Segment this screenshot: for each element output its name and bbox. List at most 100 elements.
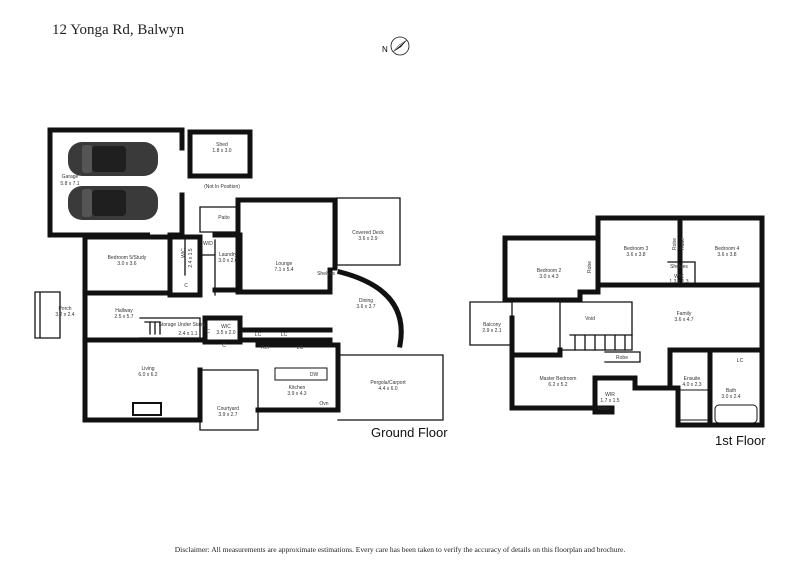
north-arrow-icon	[390, 36, 410, 56]
wall-segment	[92, 190, 126, 216]
rooms-hallway-dims-label: 2.5 x 5.7	[114, 314, 133, 320]
rooms-lounge-name-label: Lounge	[276, 261, 293, 267]
wall-segment	[184, 239, 216, 296]
first-floor-label: 1st Floor	[715, 433, 766, 448]
ground-floor-plan: Garage 5.8 x 7.1 Shed 1.8 x 3.0 (Not In …	[34, 127, 444, 431]
rooms-wic-bed5-dims-label: 2.4 x 1.5	[188, 248, 194, 267]
rooms-storage-dims-label: 2.4 x 1.1	[178, 331, 197, 337]
fixtures-ref-label: Ref	[261, 345, 269, 351]
rooms-bath-name-label: Bath	[726, 388, 737, 394]
wall-segment	[392, 39, 408, 53]
rooms-living-name-label: Living	[141, 366, 154, 372]
fixtures-lc2-label: LC	[281, 332, 288, 338]
wall-segment	[274, 367, 328, 381]
rooms-kitchen-name-label: Kitchen	[289, 385, 306, 391]
rooms-dining-name-label: Dining	[359, 298, 373, 304]
wall-segment	[82, 189, 92, 217]
rooms-living-dims-label: 6.0 x 6.2	[138, 372, 157, 378]
rooms-shed-dims-label: 1.8 x 3.0	[212, 148, 231, 154]
rooms-wir-dims-label: 1.7 x 1.5	[600, 398, 619, 404]
rooms-shed-note-label: (Not In Position)	[204, 184, 240, 190]
wall-segment	[569, 334, 633, 351]
rooms-storage-name-label: Storage Under Stairs	[159, 322, 206, 328]
fixtures-lc-ff-label: LC	[737, 358, 744, 364]
rooms-shelves-gf-name-label: Shelves	[317, 271, 335, 277]
rooms-laundry-dims-label: 3.0 x 2.0	[218, 258, 237, 264]
rooms-laundry-name-label: Laundry	[219, 252, 238, 258]
rooms-courtyard-dims-label: 3.9 x 2.7	[218, 412, 237, 418]
car-icon	[68, 186, 158, 220]
property-address-title: 12 Yonga Rd, Balwyn	[52, 22, 185, 38]
wall-segment	[199, 369, 259, 431]
rooms-bedroom2-name-label: Bedroom 2	[537, 268, 562, 274]
rooms-garage-name-label: Garage	[62, 174, 79, 180]
wall-segment	[604, 351, 641, 363]
rooms-wic-ff-name-label: WIC	[674, 274, 684, 280]
wall-segment	[337, 354, 444, 421]
north-label: N	[382, 45, 388, 54]
shed-walls	[187, 129, 253, 179]
wall-segment	[595, 215, 765, 288]
rooms-bedroom3-dims-label: 3.6 x 3.8	[626, 252, 645, 258]
rooms-bedroom4-name-label: Bedroom 4	[715, 246, 740, 252]
wall-segment	[390, 36, 410, 56]
rooms-balcony-name-label: Balcony	[483, 322, 501, 328]
fixtures-robe5-label: Robe	[598, 406, 610, 412]
wall-segment	[82, 290, 103, 423]
rooms-hallway-name-label: Hallway	[115, 308, 133, 314]
wall-segment	[34, 291, 61, 339]
wall-segment	[167, 234, 203, 298]
wall-segment	[559, 301, 633, 351]
rooms-bedroom2-dims-label: 3.0 x 4.3	[539, 274, 558, 280]
rooms-shed-name-label: Shed	[216, 142, 228, 148]
fixtures-lc1-label: LC	[255, 332, 262, 338]
wall-segment	[679, 389, 709, 421]
fixtures-robe2-label: Robe	[672, 238, 678, 250]
fixtures-lc3-label: LC	[297, 345, 304, 351]
rooms-wic-bed5-name-label: WIC	[181, 248, 187, 258]
rooms-garage-dims-label: 5.8 x 7.1	[60, 181, 79, 187]
rooms-master-dims-label: 6.2 x 5.2	[548, 382, 567, 388]
wall-segment	[667, 261, 696, 286]
wall-segment	[502, 235, 601, 303]
rooms-kitchen-dims-label: 3.9 x 4.3	[287, 391, 306, 397]
wall-segment	[714, 404, 758, 424]
rooms-porch-dims-label: 3.2 x 2.4	[55, 312, 74, 318]
wall-segment	[235, 197, 338, 295]
fixtures-robe3-label: Robe	[680, 238, 686, 250]
rooms-ensuite-dims-label: 4.0 x 2.3	[682, 382, 701, 388]
rooms-shelves-ff-name-label: Shelves	[670, 264, 688, 270]
wall-segment	[336, 268, 404, 348]
fixtures-ovn-label: Ovn	[319, 401, 328, 407]
fixtures-c1-label: C	[184, 283, 188, 289]
rooms-master-name-label: Master Bedroom	[540, 376, 577, 382]
fixtures-c2-label: C	[206, 329, 210, 335]
first-floor-plan: Bedroom 2 3.0 x 4.3 Bedroom 3 3.6 x 3.8 …	[469, 215, 765, 428]
rooms-bedroom4-dims-label: 3.6 x 3.8	[717, 252, 736, 258]
rooms-wic-gf-dims-label: 3.5 x 2.0	[216, 330, 235, 336]
rooms-covered-deck-dims-label: 3.6 x 2.9	[358, 236, 377, 242]
disclaimer-text: Disclaimer: All measurements are approxi…	[174, 545, 626, 554]
rooms-balcony-dims-label: 2.9 x 2.1	[482, 328, 501, 334]
rooms-family-dims-label: 3.6 x 4.7	[674, 317, 693, 323]
rooms-void-name-label: Void	[585, 316, 595, 322]
wall-segment	[502, 215, 765, 428]
fixtures-robe1-label: Robe	[587, 261, 593, 273]
wall-segment	[255, 342, 341, 413]
car-icon	[68, 142, 158, 176]
rooms-lounge-dims-label: 7.1 x 5.4	[274, 267, 293, 273]
rooms-porch-name-label: Porch	[58, 306, 71, 312]
rooms-bedroom3-name-label: Bedroom 3	[624, 246, 649, 252]
wall-segment	[132, 402, 162, 416]
rooms-patio-name-label: Patio	[218, 215, 230, 221]
fixtures-dw-label: DW	[310, 372, 319, 378]
rooms-bath-dims-label: 3.0 x 2.4	[721, 394, 740, 400]
wall-segment	[82, 145, 92, 173]
rooms-ensuite-name-label: Ensuite	[684, 376, 701, 382]
rooms-wic-ff-dims-label: 1.3 x 1.3	[669, 279, 688, 285]
rooms-wic-gf-name-label: WIC	[221, 324, 231, 330]
ground-floor-label: Ground Floor	[371, 425, 448, 440]
wall-segment	[667, 347, 765, 428]
fixtures-robe4-label: Robe	[616, 355, 628, 361]
